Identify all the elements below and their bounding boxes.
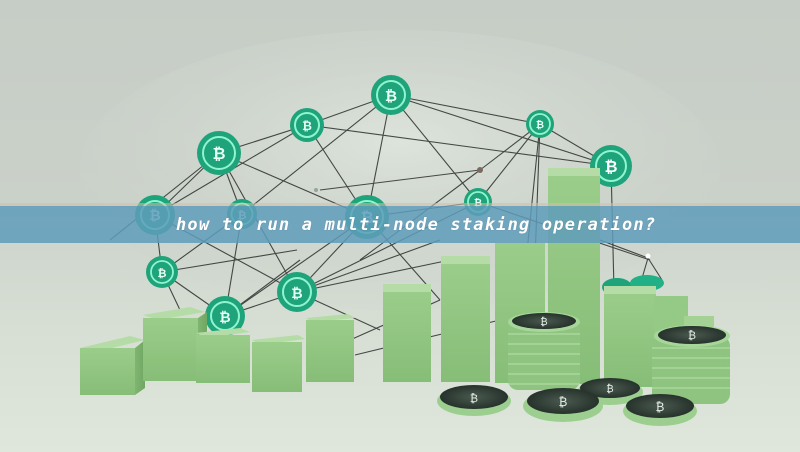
svg-text:₿: ₿ xyxy=(158,267,167,280)
coin-node-icon: ₿ xyxy=(197,131,241,175)
svg-text:₿: ₿ xyxy=(385,87,397,105)
loose-coin: ₿ xyxy=(523,388,603,422)
svg-text:₿: ₿ xyxy=(212,144,225,163)
svg-text:₿: ₿ xyxy=(219,310,230,326)
bar-block xyxy=(383,284,431,382)
svg-text:₿: ₿ xyxy=(606,383,613,395)
network-junction xyxy=(645,253,651,259)
svg-text:₿: ₿ xyxy=(302,119,312,133)
bar-block xyxy=(604,286,656,387)
bar-block xyxy=(196,328,250,383)
svg-text:₿: ₿ xyxy=(604,157,617,176)
svg-text:₿: ₿ xyxy=(536,119,544,131)
caption-text: how to run a multi-node staking operatio… xyxy=(176,215,657,235)
coin-node-icon: ₿ xyxy=(277,272,317,312)
coin-node-icon: ₿ xyxy=(526,110,554,138)
network-junction xyxy=(477,167,483,173)
svg-text:₿: ₿ xyxy=(470,392,478,405)
loose-coin: ₿ xyxy=(623,394,697,426)
bar-block xyxy=(252,335,305,392)
svg-text:₿: ₿ xyxy=(559,395,568,409)
network-junction xyxy=(314,188,318,192)
coin-node-icon: ₿ xyxy=(290,108,324,142)
svg-text:₿: ₿ xyxy=(291,286,302,302)
coin-node-icon: ₿ xyxy=(371,75,411,115)
banner-edge xyxy=(0,203,800,206)
caption-banner xyxy=(0,206,800,243)
svg-text:₿: ₿ xyxy=(540,316,547,328)
coin-stack: ₿ xyxy=(508,312,580,390)
coin-stack: ₿ xyxy=(652,325,730,404)
svg-text:₿: ₿ xyxy=(688,329,696,342)
coin-node-icon: ₿ xyxy=(590,145,632,187)
loose-coin: ₿ xyxy=(437,385,511,416)
bar-block xyxy=(80,336,145,395)
coin-node-icon: ₿ xyxy=(146,256,178,288)
bar-block xyxy=(306,314,355,382)
coin-stacks: ₿ ₿ ₿ ₿ ₿ ₿ xyxy=(437,312,730,426)
bar-block xyxy=(441,256,490,382)
svg-text:₿: ₿ xyxy=(656,400,665,414)
